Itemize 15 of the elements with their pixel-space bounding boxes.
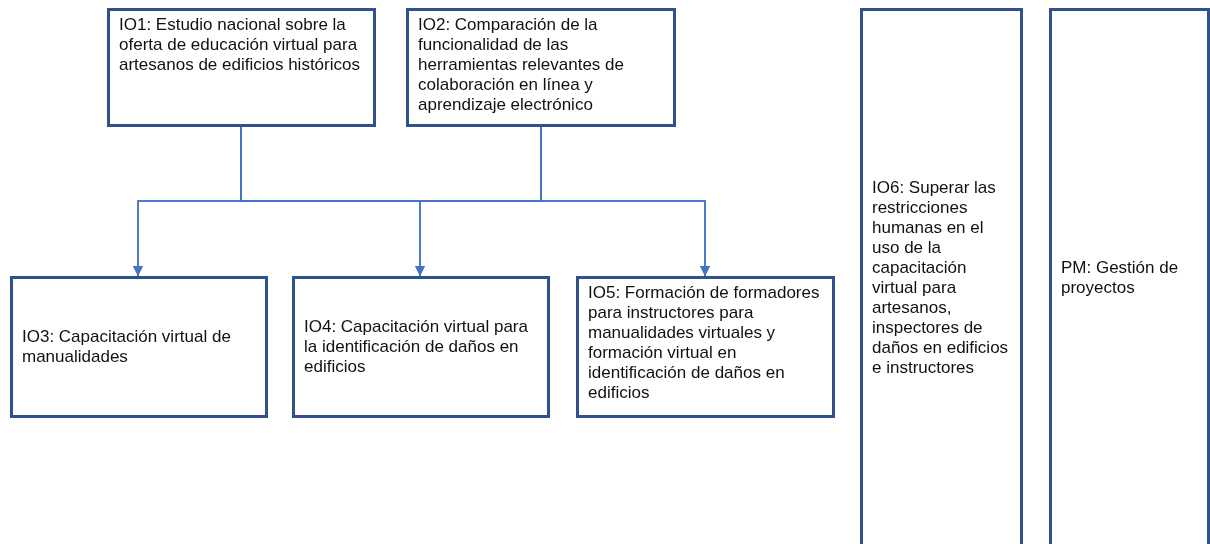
node-text: IO5: Formación de formadores para instructores para manualidades virtuales y formación virtual en identificación de daños en edificios: [588, 283, 821, 403]
process-box: [292, 276, 550, 418]
process-box: [10, 276, 268, 418]
arrow: [540, 126, 711, 277]
node-text: IO1: Estudio nacional sobre la oferta de educación virtual para artesanos de edificios históricos: [119, 15, 361, 75]
process-box: [107, 8, 376, 127]
node-text: IO2: Comparación de la funcionalidad de las herramientas relevantes de colaboración en línea y aprendizaje electrónico: [418, 15, 625, 115]
node-text: IO4: Capacitación virtual para la identificación de daños en edificios: [304, 317, 529, 377]
process-box: [406, 8, 676, 127]
node-text: PM: Gestión de proyectos: [1061, 258, 1180, 298]
process-box: [1049, 8, 1210, 544]
node-text: IO6: Superar las restricciones humanas en el uso de la capacitación virtual para artesanos, inspectores de daños en edificios e instructores: [872, 178, 1010, 378]
process-box: [576, 276, 835, 418]
process-box: [860, 8, 1023, 544]
node-text: IO3: Capacitación virtual de manualidades: [22, 327, 232, 367]
